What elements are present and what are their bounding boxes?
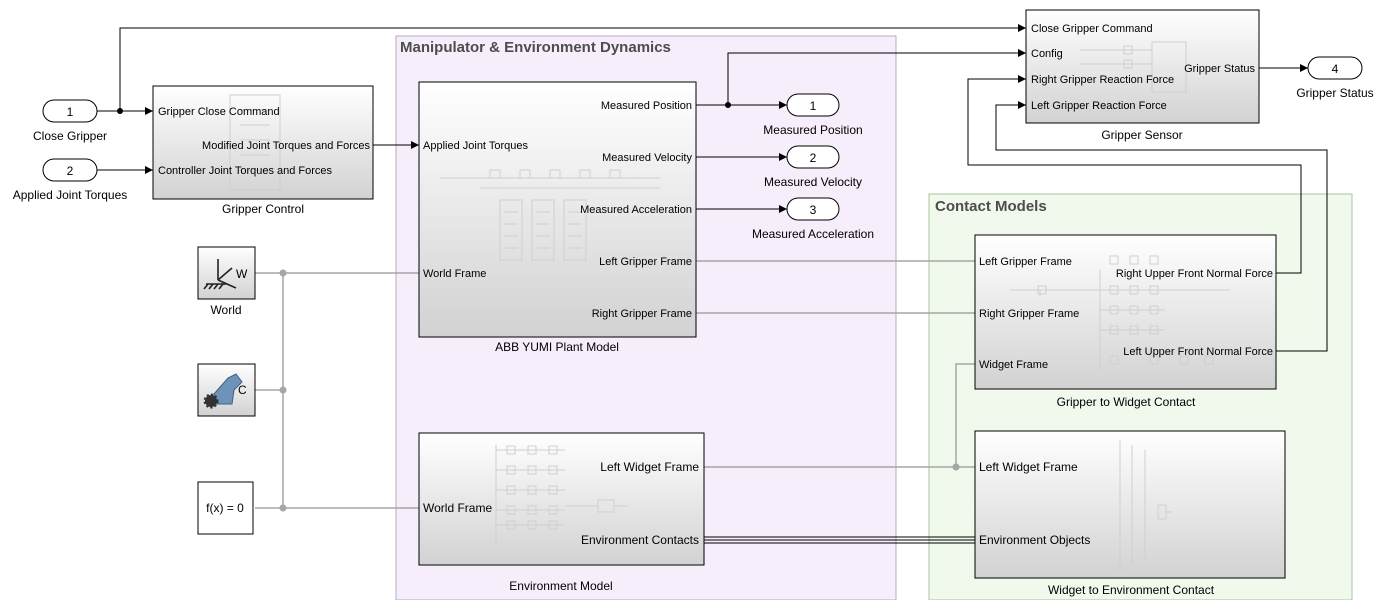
port-label: Right Gripper Reaction Force: [1031, 74, 1174, 86]
outport-number: 2: [810, 151, 817, 165]
outport-label: Measured Position: [763, 123, 862, 137]
world-port-label: W: [236, 267, 248, 281]
block-name: Gripper Control: [222, 202, 304, 216]
port-label: Modified Joint Torques and Forces: [202, 140, 370, 152]
port-label: Measured Velocity: [602, 152, 692, 164]
port-label: Gripper Status: [1184, 63, 1255, 75]
port-label: Widget Frame: [979, 359, 1048, 371]
port-label: Right Gripper Frame: [979, 308, 1079, 320]
contact-models-area-title: Contact Models: [935, 198, 1047, 215]
inport-number: 2: [67, 164, 74, 178]
port-label: Close Gripper Command: [1031, 23, 1153, 35]
port-label: World Frame: [423, 268, 486, 280]
solver-configuration-block[interactable]: f(x) = 0: [197, 481, 254, 535]
world-frame-block[interactable]: W World: [197, 246, 256, 317]
outport-measured-velocity[interactable]: 2 Measured Velocity: [764, 145, 862, 189]
port-label: Environment Objects: [979, 533, 1090, 547]
gripper-to-widget-contact-block[interactable]: Left Gripper Frame Right Gripper Frame W…: [974, 234, 1277, 409]
environment-model-block[interactable]: World Frame Left Widget Frame Environmen…: [418, 432, 705, 593]
gripper-sensor-block[interactable]: Close Gripper Command Config Right Gripp…: [1025, 9, 1260, 142]
outport-number: 4: [1332, 62, 1339, 76]
inport-number: 1: [67, 105, 74, 119]
port-label: Gripper Close Command: [158, 106, 280, 118]
port-label: Left Widget Frame: [979, 460, 1078, 474]
gripper-control-block[interactable]: Gripper Close Command Modified Joint Tor…: [152, 85, 374, 216]
port-label: Right Gripper Frame: [592, 308, 692, 320]
port-label: Config: [1031, 48, 1063, 60]
subsystem-preview: [440, 169, 660, 261]
subsystem-preview: [1119, 440, 1172, 570]
block-name: Environment Model: [509, 579, 612, 593]
block-name: Gripper to Widget Contact: [1057, 395, 1196, 409]
mechanism-configuration-block[interactable]: C: [197, 363, 256, 417]
config-port-label: C: [238, 383, 247, 397]
port-label: Left Widget Frame: [600, 460, 699, 474]
port-label: Applied Joint Torques: [423, 140, 528, 152]
inport-applied-joint-torques[interactable]: 2 Applied Joint Torques: [13, 158, 128, 202]
outport-label: Measured Velocity: [764, 175, 862, 189]
subsystem-preview: [1080, 41, 1187, 93]
world-frame-icon: [203, 259, 237, 290]
outport-label: Measured Acceleration: [752, 227, 874, 241]
outport-gripper-status[interactable]: 4 Gripper Status: [1296, 56, 1374, 100]
outport-number: 3: [810, 203, 817, 217]
block-name: Widget to Environment Contact: [1048, 583, 1215, 597]
port-label: Left Gripper Reaction Force: [1031, 100, 1167, 112]
port-label: Left Gripper Frame: [599, 256, 692, 268]
block-name: Gripper Sensor: [1101, 128, 1182, 142]
inport-close-gripper[interactable]: 1 Close Gripper: [33, 99, 107, 143]
outport-number: 1: [810, 99, 817, 113]
port-label: World Frame: [423, 501, 492, 515]
robot-arm-icon: [213, 373, 243, 405]
physical-lines: [255, 260, 975, 544]
gear-icon: [203, 393, 219, 409]
widget-to-environment-contact-block[interactable]: Left Widget Frame Environment Objects Wi…: [974, 430, 1286, 597]
subsystem-preview: [229, 94, 281, 191]
port-label: Environment Contacts: [581, 533, 699, 547]
manipulator-area-title: Manipulator & Environment Dynamics: [400, 39, 671, 56]
subsystem-preview: [495, 445, 628, 545]
outport-measured-position[interactable]: 1 Measured Position: [763, 93, 863, 137]
inport-label: Close Gripper: [33, 129, 107, 143]
port-label: Measured Acceleration: [580, 204, 692, 216]
abb-yumi-plant-model-block[interactable]: Applied Joint Torques World Frame Measur…: [418, 81, 697, 354]
block-name: World: [210, 303, 241, 317]
subsystem-preview: [1010, 255, 1230, 370]
port-label: Right Upper Front Normal Force: [1116, 268, 1273, 280]
solver-label: f(x) = 0: [206, 501, 244, 515]
port-label: Left Gripper Frame: [979, 256, 1072, 268]
port-label: Controller Joint Torques and Forces: [158, 165, 333, 177]
outport-label: Gripper Status: [1296, 86, 1373, 100]
signal-lines: [97, 24, 1328, 352]
block-name: ABB YUMI Plant Model: [495, 340, 619, 354]
inport-label: Applied Joint Torques: [13, 188, 128, 202]
port-label: Left Upper Front Normal Force: [1123, 346, 1273, 358]
port-label: Measured Position: [601, 100, 692, 112]
outport-measured-acceleration[interactable]: 3 Measured Acceleration: [752, 197, 874, 241]
